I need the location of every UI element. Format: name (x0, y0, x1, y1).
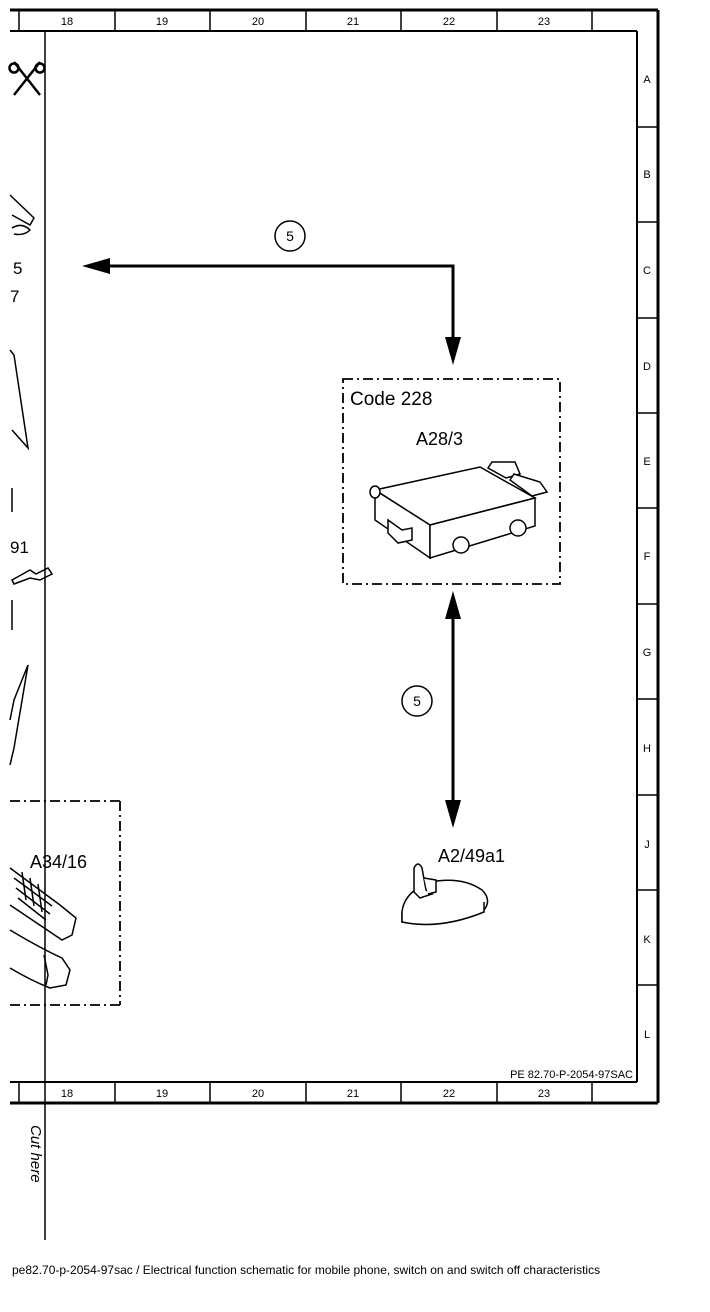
fragment-number: 7 (10, 287, 19, 306)
col-label: 19 (156, 16, 168, 28)
relay-module-icon (369, 461, 549, 560)
column-labels-top: 18 19 20 21 22 23 (61, 16, 550, 28)
row-label: F (644, 551, 651, 563)
drawing-frame (10, 8, 660, 1105)
arrow-down-icon (445, 800, 461, 828)
row-label: G (643, 647, 652, 659)
fragment-number: 5 (13, 259, 22, 278)
code-228-label: Code 228 (350, 389, 432, 410)
scissors-icon (8, 61, 46, 96)
row-label: H (643, 743, 651, 755)
a34-16-box (10, 800, 121, 1006)
fragment-number: 91 (10, 538, 29, 557)
col-label: 23 (538, 1088, 550, 1100)
col-label: 19 (156, 1088, 168, 1100)
col-label: 20 (252, 1088, 264, 1100)
row-label: A (643, 74, 651, 86)
row-label: D (643, 361, 651, 373)
col-label: 22 (443, 1088, 455, 1100)
arrow-down-icon (445, 337, 461, 365)
row-label: B (643, 169, 650, 181)
col-label: 20 (252, 16, 264, 28)
row-labels: A B C D E F G H J K L (643, 74, 652, 1041)
col-label: 18 (61, 1088, 73, 1100)
cut-here-label: Cut here (27, 1125, 44, 1183)
a2-49a1-label: A2/49a1 (438, 846, 505, 866)
row-label: J (644, 839, 650, 851)
adjacent-sheet-fragments (9, 194, 54, 766)
wire-count-circle (274, 220, 306, 252)
row-label: C (643, 265, 651, 277)
wire-count-label: 5 (286, 228, 294, 244)
figure-caption: pe82.70-p-2054-97sac / Electrical functi… (12, 1263, 601, 1277)
a34-16-label: A34/16 (30, 852, 87, 872)
code-228-box (342, 378, 561, 585)
column-labels-bottom: 18 19 20 21 22 23 (61, 1088, 550, 1100)
row-label: L (644, 1029, 650, 1041)
arrow-left-icon (82, 258, 110, 274)
arrow-up-icon (445, 591, 461, 619)
drawing-number: PE 82.70-P-2054-97SAC (510, 1069, 633, 1081)
col-label: 21 (347, 1088, 359, 1100)
wire-count-circle (401, 685, 433, 717)
phone-handset-icon (9, 867, 77, 989)
wire-count-label: 5 (413, 693, 421, 709)
antenna-icon (401, 863, 489, 926)
col-label: 23 (538, 16, 550, 28)
connection-line-horizontal (110, 264, 455, 338)
col-label: 18 (61, 16, 73, 28)
row-label: E (643, 456, 650, 468)
col-label: 21 (347, 16, 359, 28)
a28-3-label: A28/3 (416, 429, 463, 449)
row-label: K (643, 934, 651, 946)
col-label: 22 (443, 16, 455, 28)
